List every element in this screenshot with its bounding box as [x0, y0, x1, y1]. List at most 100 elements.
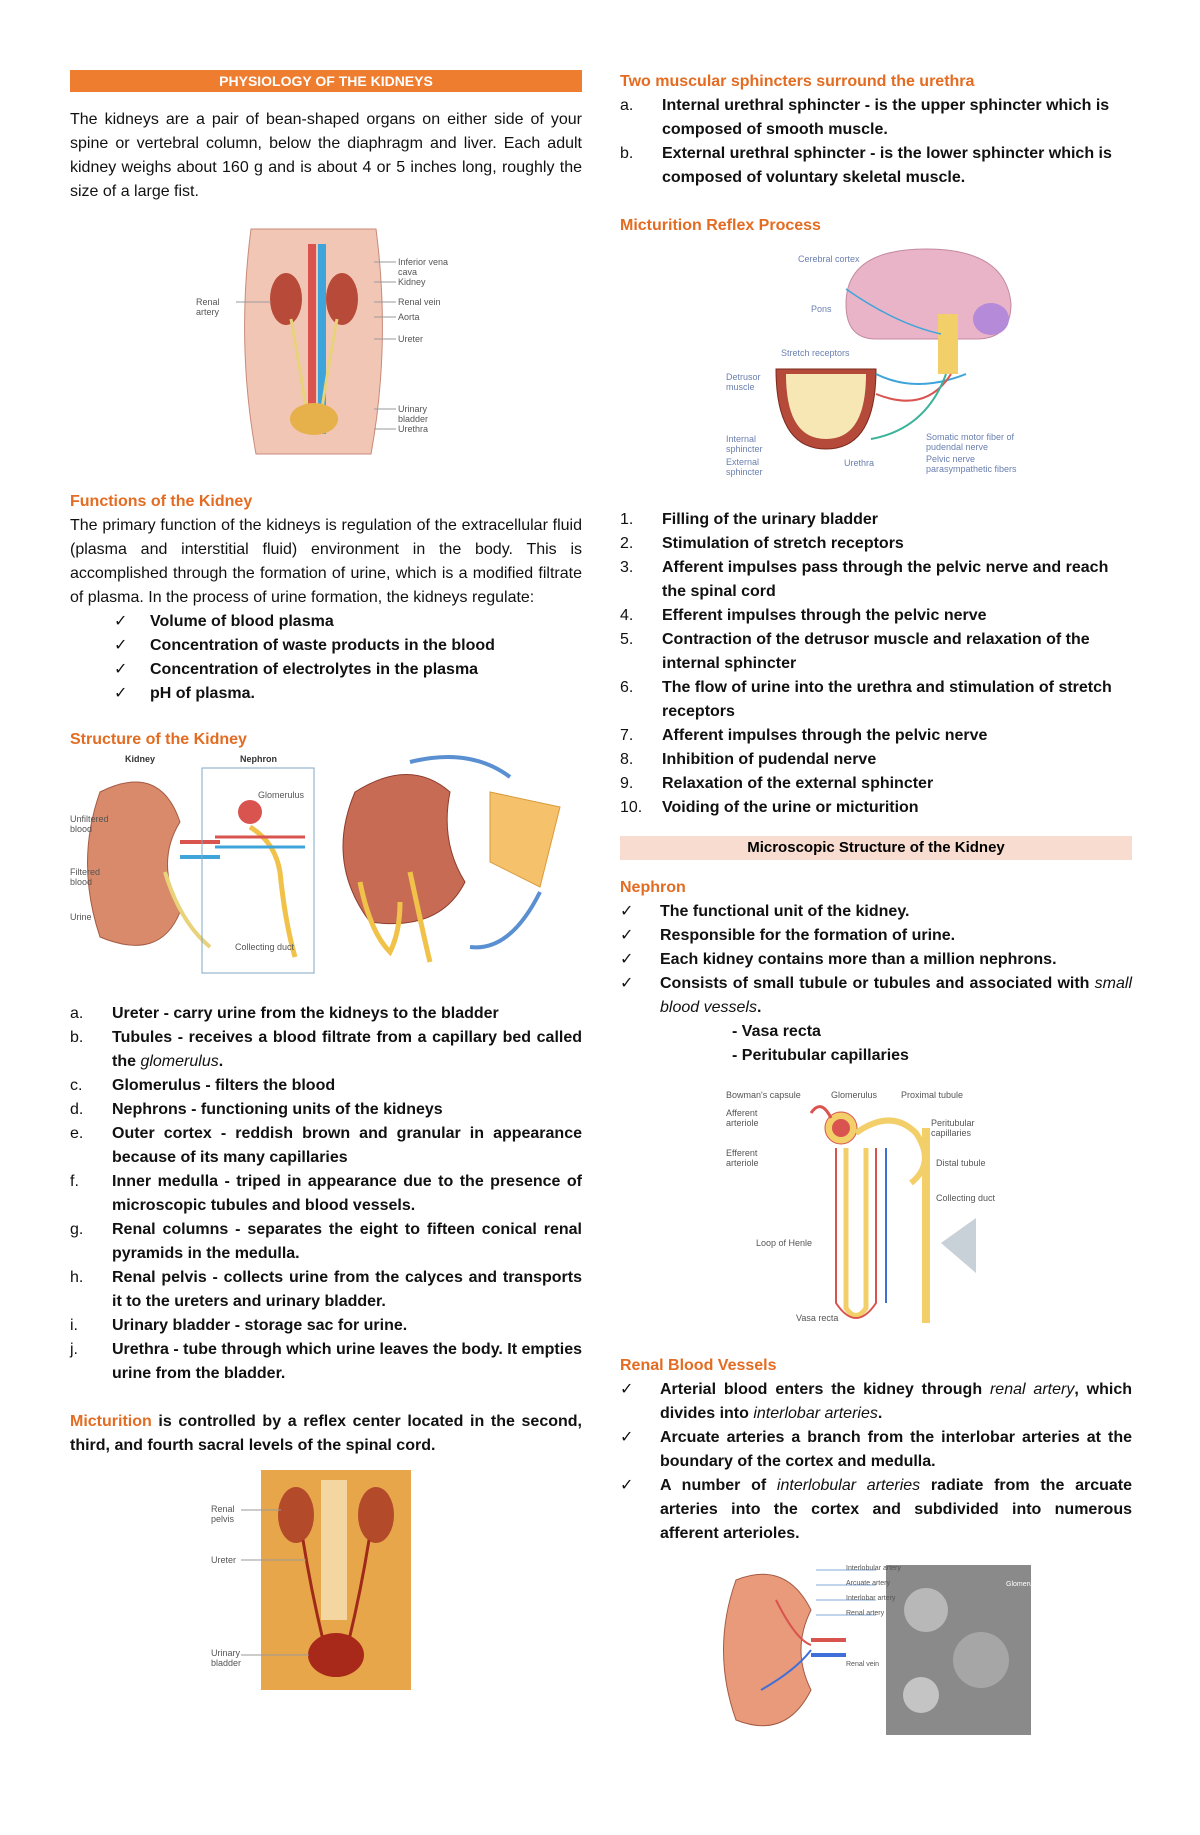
check-icon: ✓	[620, 927, 634, 944]
label-detrusor-muscle: Detrusor muscle	[726, 372, 761, 392]
label-renal-pelvis: Renal pelvis	[211, 1504, 235, 1524]
label-peritubular-capillaries: Peritubular capillaries	[931, 1118, 975, 1138]
list-item: 5.Contraction of the detrusor muscle and…	[620, 631, 1090, 672]
structure-list: a.Ureter - carry urine from the kidneys …	[70, 1002, 582, 1386]
list-item: ✓The functional unit of the kidney.	[620, 900, 1132, 924]
list-item: a.Ureter - carry urine from the kidneys …	[70, 1005, 499, 1022]
label-unfiltered-blood: Unfiltered blood	[70, 814, 109, 834]
label-filtered-blood: Filtered blood	[70, 867, 101, 887]
kidney-structure-illustration	[87, 755, 561, 974]
check-icon: ✓	[620, 1477, 634, 1494]
label-urinary-bladder: Urinary bladder	[398, 404, 429, 424]
list-item: d.Nephrons - functioning units of the ki…	[70, 1101, 443, 1118]
label-arcuate-artery: Arcuate artery	[846, 1580, 890, 1587]
check-icon: ✓	[114, 685, 128, 702]
left-column: PHYSIOLOGY OF THE KIDNEYS The kidneys ar…	[70, 70, 582, 1690]
list-item: b.External urethral sphincter - is the l…	[620, 145, 1112, 186]
list-item: f.Inner medulla - triped in appearance d…	[70, 1173, 582, 1214]
list-item: ✓Volume of blood plasma	[70, 610, 582, 634]
kidney-structure-figure: Kidney Nephron Glomerulus Unfiltered blo…	[70, 752, 582, 982]
urogram-figure: Renal pelvis Ureter Urinary bladder	[211, 1470, 441, 1690]
list-item: e.Outer cortex - reddish brown and granu…	[70, 1125, 582, 1166]
list-item: j.Urethra - tube through which urine lea…	[70, 1341, 582, 1382]
label-distal-tubule: Distal tubule	[936, 1158, 986, 1168]
list-item: 2.Stimulation of stretch receptors	[620, 535, 904, 552]
reflex-steps-list: 1.Filling of the urinary bladder 2.Stimu…	[620, 508, 1132, 820]
functions-paragraph: The primary function of the kidneys is r…	[70, 517, 582, 606]
intro-paragraph: The kidneys are a pair of bean-shaped or…	[70, 111, 582, 200]
label-collecting-duct: Collecting duct	[235, 942, 295, 952]
nephron-list: ✓The functional unit of the kidney. ✓Res…	[620, 900, 1132, 1020]
label-renal-vein: Renal vein	[398, 297, 441, 307]
nephron-heading: Nephron	[620, 879, 686, 896]
micturition-reflex-illustration	[775, 248, 1012, 450]
renal-vessels-figure: Interlobular artery Arcuate artery Inter…	[716, 1560, 1042, 1740]
check-icon: ✓	[620, 951, 634, 968]
list-item: ✓Responsible for the formation of urine.	[620, 924, 1132, 948]
peritubular-capillaries-item: - Peritubular capillaries	[732, 1047, 909, 1064]
micturition-paragraph: Micturition is controlled by a reflex ce…	[70, 1413, 582, 1454]
check-icon: ✓	[114, 661, 128, 678]
label-vasa-recta: Vasa recta	[796, 1313, 839, 1323]
check-icon: ✓	[114, 613, 128, 630]
label-renal-artery-vessels: Renal artery	[846, 1610, 885, 1617]
label-renal-artery: Renal artery	[196, 297, 220, 317]
label-proximal-tubule: Proximal tubule	[901, 1090, 964, 1100]
label-pelvic-nerve: Pelvic nerve parasympathetic fibers	[926, 454, 1017, 474]
label-somatic-motor-fiber: Somatic motor fiber of pudendal nerve	[926, 432, 1015, 452]
urogram-illustration	[241, 1470, 411, 1690]
nephron-illustration	[809, 1105, 976, 1323]
label-glomerulus: Glomerulus	[258, 790, 305, 800]
list-item: ✓A number of interlobular arteries radia…	[620, 1474, 1132, 1546]
label-interlobar-artery: Interlobar artery	[846, 1595, 896, 1602]
renal-vessels-heading: Renal Blood Vessels	[620, 1357, 777, 1374]
label-efferent-arteriole: Efferent arteriole	[726, 1148, 759, 1168]
label-ureter: Ureter	[398, 334, 424, 344]
label-urine: Urine	[70, 912, 92, 922]
list-item: ✓pH of plasma.	[70, 682, 582, 706]
list-item: 1.Filling of the urinary bladder	[620, 511, 879, 528]
right-column: Two muscular sphincters surround the ure…	[620, 70, 1132, 1740]
label-bowmans-capsule: Bowman's capsule	[726, 1090, 801, 1100]
label-bladder-xray: Urinary bladder	[211, 1648, 242, 1668]
list-item: i.Urinary bladder - storage sac for urin…	[70, 1317, 408, 1334]
label-internal-sphincter: Internal sphincter	[726, 434, 763, 454]
label-kidney: Kidney	[398, 277, 426, 287]
label-glomerulus-nephron: Glomerulus	[831, 1090, 878, 1100]
label-stretch-receptors: Stretch receptors	[781, 348, 850, 358]
label-ureter-xray: Ureter	[211, 1555, 237, 1565]
structure-heading: Structure of the Kidney	[70, 731, 247, 748]
main-title-banner: PHYSIOLOGY OF THE KIDNEYS	[70, 70, 582, 92]
label-cerebral-cortex: Cerebral cortex	[798, 254, 860, 264]
list-item: a.Internal urethral sphincter - is the u…	[620, 97, 1110, 138]
label-collecting-duct-nephron: Collecting duct	[936, 1193, 996, 1203]
functions-heading: Functions of the Kidney	[70, 493, 253, 510]
label-nephron-title: Nephron	[240, 754, 277, 764]
list-item: 4.Efferent impulses through the pelvic n…	[620, 607, 987, 624]
sphincters-heading: Two muscular sphincters surround the ure…	[620, 73, 975, 90]
list-item: ✓Each kidney contains more than a millio…	[620, 948, 1132, 972]
microscopic-structure-banner: Microscopic Structure of the Kidney	[620, 836, 1132, 860]
list-item: h.Renal pelvis - collects urine from the…	[70, 1269, 582, 1310]
list-item: g.Renal columns - separates the eight to…	[70, 1221, 582, 1262]
label-urethra-reflex: Urethra	[844, 458, 875, 468]
renal-vessels-list: ✓Arterial blood enters the kidney throug…	[620, 1378, 1132, 1546]
label-aorta: Aorta	[398, 312, 420, 322]
label-afferent-arteriole: Afferent arteriole	[726, 1108, 759, 1128]
label-kidney-title: Kidney	[125, 754, 156, 764]
urinary-system-figure: Inferior vena cava Kidney Renal artery R…	[196, 224, 456, 464]
label-loop-of-henle: Loop of Henle	[756, 1238, 813, 1248]
check-icon: ✓	[620, 1429, 634, 1446]
label-inferior-vena-cava: Inferior vena cava	[398, 257, 449, 277]
check-icon: ✓	[620, 903, 634, 920]
check-icon: ✓	[620, 1381, 634, 1398]
list-item: 3.Afferent impulses pass through the pel…	[620, 559, 1109, 600]
list-item: b.Tubules - receives a blood filtrate fr…	[70, 1029, 582, 1070]
check-icon: ✓	[114, 637, 128, 654]
label-interlobular-artery: Interlobular artery	[846, 1565, 901, 1572]
renal-vessels-illustration	[723, 1565, 1031, 1735]
vasa-recta-item: - Vasa recta	[732, 1023, 821, 1040]
list-item: 9.Relaxation of the external sphincter	[620, 775, 934, 792]
label-urethra: Urethra	[398, 424, 429, 434]
nephron-figure: Bowman's capsule Glomerulus Proximal tub…	[726, 1088, 1026, 1338]
